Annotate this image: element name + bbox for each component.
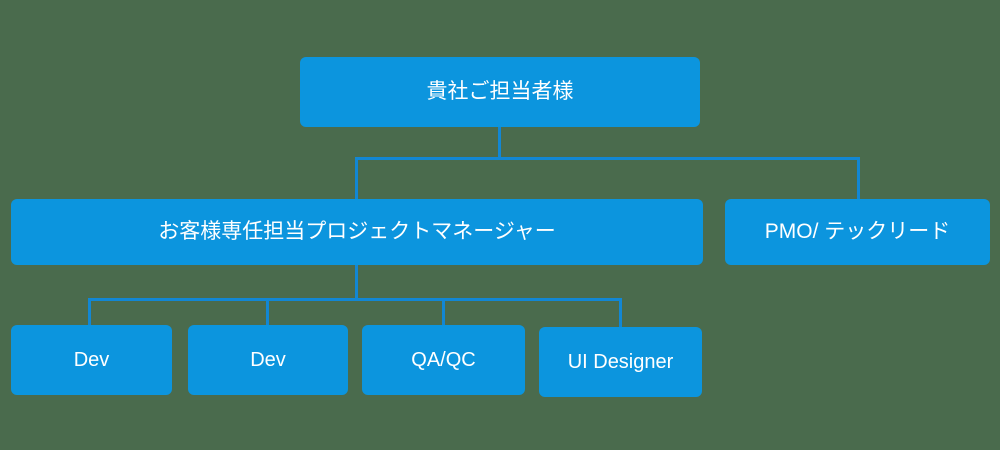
org-node-label: UI Designer [567, 351, 674, 373]
org-node-client-representative[interactable]: 貴社ご担当者様 [300, 57, 700, 127]
connector-drop-to-dev-1 [88, 298, 91, 327]
org-node-label: Dev [250, 349, 286, 371]
org-node-dev-1[interactable]: Dev [11, 325, 172, 395]
org-node-qa-qc[interactable]: QA/QC [362, 325, 525, 395]
connector-client-stem [498, 127, 501, 160]
connector-drop-to-ui-designer [619, 298, 622, 329]
org-node-ui-designer[interactable]: UI Designer [539, 327, 702, 397]
org-node-pmo-tech-lead[interactable]: PMO/ テックリード [725, 199, 990, 265]
connector-level3-horizontal-bar [88, 298, 622, 301]
connector-drop-to-pmo [857, 157, 860, 201]
connector-level2-horizontal-bar [355, 157, 860, 160]
org-node-label: QA/QC [411, 349, 476, 371]
connector-project-manager-stem [355, 265, 358, 300]
org-node-label: 貴社ご担当者様 [426, 80, 574, 104]
org-node-project-manager[interactable]: お客様専任担当プロジェクトマネージャー [11, 199, 703, 265]
connector-drop-to-dev-2 [266, 298, 269, 327]
org-node-label: PMO/ テックリード [764, 220, 951, 244]
connector-drop-to-project-manager [355, 157, 358, 201]
org-node-label: お客様専任担当プロジェクトマネージャー [158, 220, 556, 244]
org-node-dev-2[interactable]: Dev [188, 325, 348, 395]
org-node-label: Dev [73, 349, 110, 371]
connector-drop-to-qa-qc [442, 298, 445, 327]
